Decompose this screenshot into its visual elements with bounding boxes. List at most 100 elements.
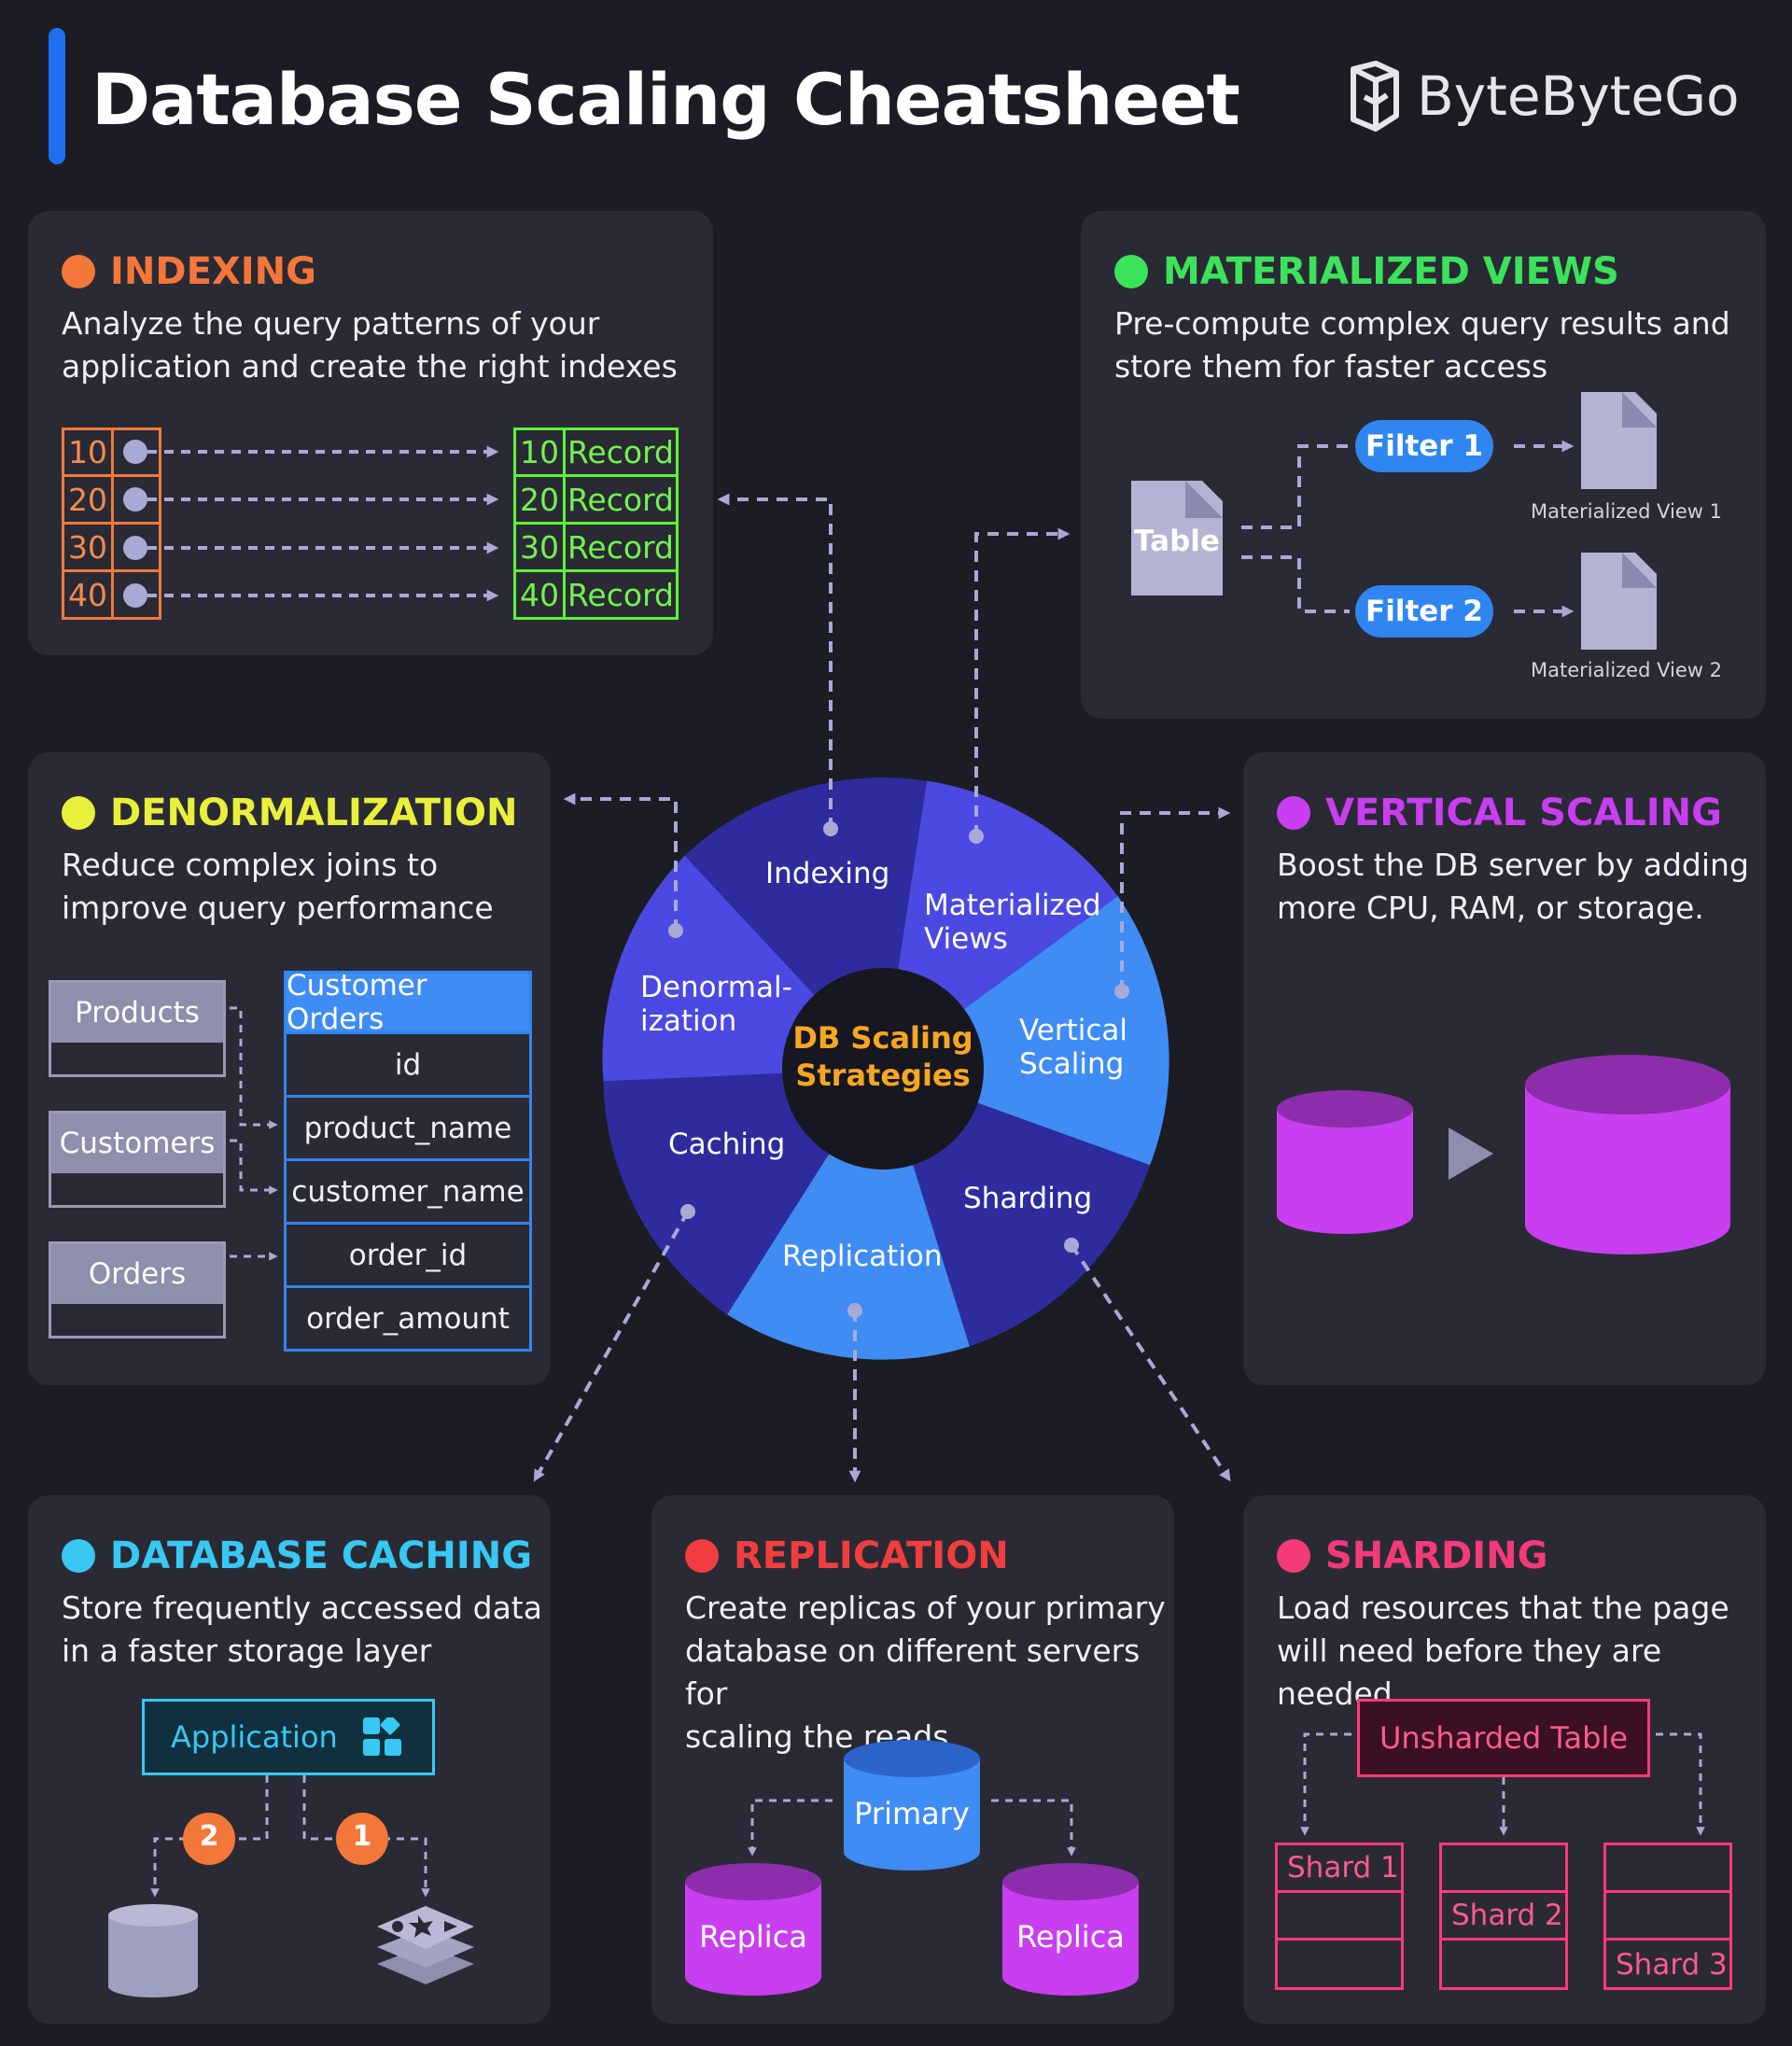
shard-2-label: Shard 2	[1442, 1893, 1565, 1941]
indexing-pointers	[123, 440, 499, 608]
database-icon-top	[108, 1904, 198, 1927]
materialized-description: Pre-compute complex query results and st…	[1114, 302, 1730, 388]
replication-connector	[991, 1799, 1076, 1857]
sharding-description: Load resources that the page will need b…	[1277, 1587, 1766, 1716]
connector-dot	[823, 821, 838, 836]
connector-dot	[847, 1303, 862, 1318]
vertical-desc-line: Boost the DB server by adding	[1277, 847, 1749, 883]
filter-1-pill[interactable]: Filter 1	[1355, 420, 1493, 472]
connector-dots	[668, 821, 1129, 1318]
sharding-title-text: SHARDING	[1325, 1534, 1548, 1577]
materialized-view-1-label: Materialized View 1	[1531, 500, 1722, 523]
filter-2-pill[interactable]: Filter 2	[1355, 585, 1493, 638]
vertical-dot-icon	[1277, 796, 1310, 830]
shard-row	[1442, 1941, 1565, 1988]
database-icon-body	[108, 1915, 198, 1986]
small-database-bottom	[1277, 1197, 1413, 1234]
connector-materialized	[974, 527, 1071, 836]
document-icon	[1581, 553, 1657, 650]
vertical-description: Boost the DB server by adding more CPU, …	[1277, 844, 1749, 930]
denormalization-title-text: DENORMALIZATION	[110, 792, 518, 834]
wheel-center-line: Strategies	[795, 1058, 971, 1093]
wheel-label-caching[interactable]: Caching	[668, 1128, 786, 1161]
shard-connector	[1656, 1732, 1705, 1836]
title-accent-bar	[49, 28, 65, 164]
primary-database-bottom	[844, 1833, 980, 1871]
replica-database-top	[685, 1863, 821, 1900]
denormalization-desc-line: improve query performance	[62, 890, 494, 926]
indexing-title-text: INDEXING	[110, 250, 316, 293]
small-database-top	[1277, 1090, 1413, 1128]
document-fold	[1622, 553, 1657, 588]
shard-1-label: Shard 1	[1278, 1845, 1401, 1893]
replication-desc-line: database on different servers for	[685, 1633, 1141, 1712]
denormalization-dot-icon	[62, 796, 95, 830]
large-database-bottom	[1525, 1195, 1730, 1254]
bytebytego-logo-icon	[1351, 61, 1399, 132]
wheel-segment-replication[interactable]	[727, 1069, 970, 1360]
record-value-cell: Record	[563, 522, 679, 572]
connector-dot	[668, 923, 683, 938]
materialized-desc-line: Pre-compute complex query results and	[1114, 305, 1730, 342]
customers-table-header: Customers	[51, 1114, 223, 1173]
wheel-label-indexing[interactable]: Indexing	[765, 857, 890, 890]
replica-database-bottom	[1002, 1958, 1139, 1996]
scale-up-arrow-icon	[1449, 1128, 1493, 1180]
wheel-label-replication[interactable]: Replication	[782, 1240, 943, 1273]
index-pointer-cell	[111, 522, 161, 572]
wheel-label-denormalization[interactable]: Denormal- ization	[640, 971, 792, 1038]
caching-dot-icon	[62, 1539, 95, 1573]
step-1-label: 1	[352, 1820, 372, 1853]
caching-graphic	[108, 1775, 474, 1997]
connector-caching	[533, 1211, 690, 1482]
index-pointer-dot	[123, 440, 147, 464]
materialized-desc-line: store them for faster access	[1114, 348, 1548, 385]
wheel-center-line: DB Scaling	[792, 1020, 973, 1056]
connector-indexing	[717, 493, 833, 829]
index-key-cell: 10	[62, 427, 114, 477]
shard-row	[1442, 1845, 1565, 1893]
denormalization-title: DENORMALIZATION	[62, 792, 517, 834]
shard-3-table: Shard 3	[1603, 1843, 1732, 1990]
connector-dot	[969, 829, 984, 844]
materialized-title-text: MATERIALIZED VIEWS	[1163, 250, 1619, 293]
wheel-segment-vertical[interactable]	[883, 896, 1169, 1166]
customer-orders-field: order_amount	[284, 1285, 532, 1352]
wheel-label-vertical[interactable]: Vertical Scaling	[1019, 1014, 1127, 1081]
shard-3-label: Shard 3	[1616, 1947, 1728, 1982]
replication-connector	[748, 1799, 833, 1857]
replication-graphic	[685, 1740, 1139, 1996]
page-title: Database Scaling Cheatsheet	[91, 58, 1240, 141]
index-pointer-cell	[111, 569, 161, 620]
wheel-label-line: Vertical	[1019, 1014, 1128, 1047]
caching-title: DATABASE CACHING	[62, 1534, 532, 1577]
database-icon-bottom	[108, 1975, 198, 1997]
materialized-connectors	[1241, 440, 1575, 618]
connectors	[533, 493, 1231, 1483]
wheel-label-sharding[interactable]: Sharding	[963, 1182, 1093, 1215]
products-table: Products	[49, 980, 226, 1077]
index-key-cell: 30	[62, 522, 114, 572]
sharding-title: SHARDING	[1277, 1534, 1547, 1577]
indexing-panel: INDEXING Analyze the query patterns of y…	[28, 211, 713, 655]
strategy-wheel	[602, 778, 1169, 1360]
application-label: Application	[171, 1719, 338, 1755]
connector-dot	[1114, 984, 1129, 999]
replication-title-text: REPLICATION	[734, 1534, 1009, 1577]
document-fold	[1622, 392, 1657, 427]
wheel-label-line: Views	[924, 922, 1008, 956]
wheel-center	[782, 968, 984, 1170]
orders-table-header: Orders	[51, 1244, 223, 1304]
replication-title: REPLICATION	[685, 1534, 1009, 1577]
cache-connector	[150, 1837, 187, 1898]
denormalization-description: Reduce complex joins to improve query pe…	[62, 844, 494, 930]
caching-title-text: DATABASE CACHING	[110, 1534, 533, 1577]
denormalization-desc-line: Reduce complex joins to	[62, 847, 439, 883]
replication-description: Create replicas of your primary database…	[685, 1587, 1174, 1759]
wheel-label-materialized[interactable]: Materialized Views	[924, 889, 1101, 956]
products-table-header: Products	[51, 983, 223, 1043]
record-key-cell: 20	[513, 474, 566, 525]
replica-label: Replica	[1016, 1919, 1125, 1955]
wheel-label-line: ization	[640, 1004, 737, 1038]
primary-label: Primary	[854, 1796, 970, 1831]
